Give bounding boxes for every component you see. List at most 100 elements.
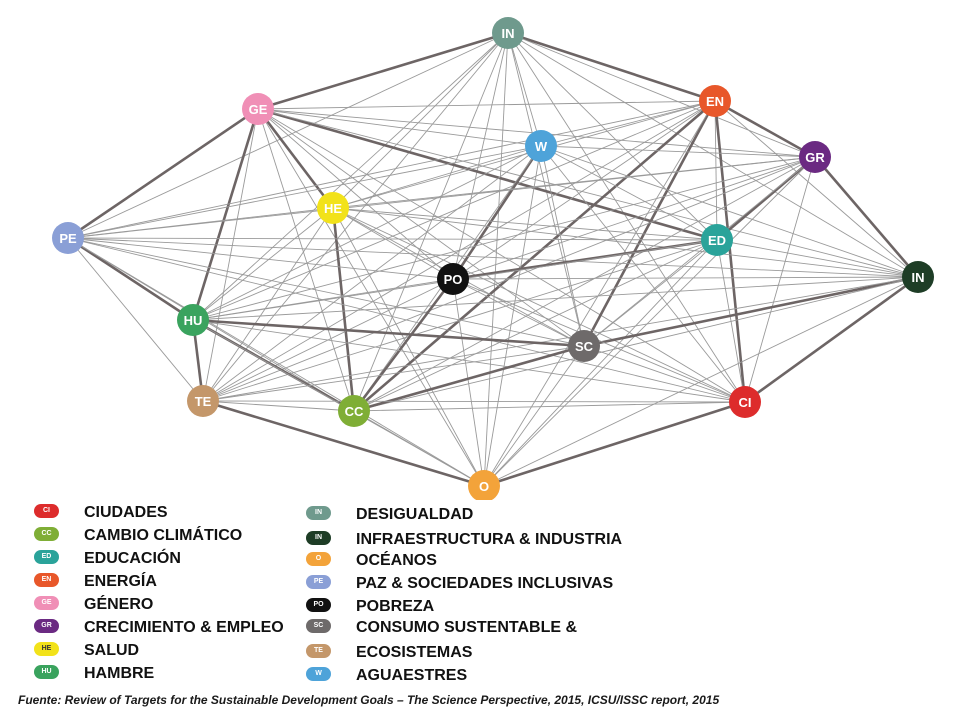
edge-in1-gr xyxy=(507,32,816,158)
edge-he-te xyxy=(202,207,334,402)
legend-label: GÉNERO xyxy=(84,596,154,613)
edge-w-hu xyxy=(192,145,542,321)
legend-label: ECOSISTEMAS xyxy=(356,644,473,661)
edge-ge-ci xyxy=(257,108,746,403)
node-label: PO xyxy=(444,272,463,287)
source-footnote: Fuente: Review of Targets for the Sustai… xyxy=(18,693,720,707)
legend-label: POBREZA xyxy=(356,598,435,615)
edge-w-in2 xyxy=(540,145,919,278)
node-po: PO xyxy=(437,263,469,295)
node-label: ED xyxy=(708,233,726,248)
edge-in2-hu xyxy=(192,276,919,321)
edge-en-ci xyxy=(713,100,747,403)
node-label: W xyxy=(535,139,548,154)
node-sc: SC xyxy=(568,330,600,362)
legend-swatch: CI xyxy=(34,504,59,518)
node-label: IN xyxy=(912,270,925,285)
edge-ge-o xyxy=(257,108,485,487)
edge-gr-pe xyxy=(67,156,816,239)
node-circle xyxy=(338,395,370,427)
node-label: IN xyxy=(502,26,515,41)
edge-gr-in2 xyxy=(814,156,919,278)
node-circle xyxy=(729,386,761,418)
edge-sc-te xyxy=(202,345,585,402)
legend-label: INFRAESTRUCTURA & INDUSTRIA xyxy=(356,531,623,548)
edge-ge-sc xyxy=(257,108,585,347)
edge-in1-cc xyxy=(353,32,509,412)
edge-ci-o xyxy=(483,400,746,488)
edge-ge-ed xyxy=(257,107,718,242)
edge-sc-cc xyxy=(353,344,585,413)
edge-he-ed xyxy=(332,207,718,241)
node-label: GR xyxy=(805,150,825,165)
node-o: O xyxy=(468,470,500,500)
node-label: EN xyxy=(706,94,724,109)
edge-in2-sc xyxy=(583,275,919,348)
legend-swatch: HE xyxy=(34,642,59,656)
edge-en-sc xyxy=(582,100,717,347)
edge-en-hu xyxy=(192,100,716,321)
edge-in2-o xyxy=(483,276,919,487)
edge-pe-ed xyxy=(67,237,718,241)
legend-label: HAMBRE xyxy=(84,665,155,682)
legend-item: PO POBREZA xyxy=(306,598,726,620)
node-hu: HU xyxy=(177,304,209,336)
legend-swatch: CC xyxy=(34,527,59,541)
edge-en-o xyxy=(483,100,716,487)
edge-te-ci xyxy=(202,400,746,403)
edge-in1-he xyxy=(332,32,509,209)
edge-ed-o xyxy=(483,239,718,487)
edge-en-te xyxy=(202,100,716,402)
legend-item: CI CIUDADES xyxy=(34,504,454,526)
edge-en-cc xyxy=(353,100,716,412)
edge-pe-sc xyxy=(67,237,585,347)
legend-swatch: PO xyxy=(306,598,331,612)
edge-w-he xyxy=(332,145,542,209)
node-he: HE xyxy=(317,192,349,224)
legend-label: CIUDADES xyxy=(84,504,168,521)
edge-he-pe xyxy=(67,207,334,239)
edge-en-in2 xyxy=(714,100,919,278)
node-te: TE xyxy=(187,385,219,417)
edge-ge-hu xyxy=(191,108,260,321)
edge-in1-ci xyxy=(507,32,746,403)
edge-gr-po xyxy=(452,156,816,280)
edge-in2-cc xyxy=(353,276,919,412)
node-label: GE xyxy=(249,102,268,117)
node-circle xyxy=(242,93,274,125)
legend-swatch: GR xyxy=(34,619,59,633)
node-circle xyxy=(902,261,934,293)
edge-in1-te xyxy=(202,32,509,402)
node-label: PE xyxy=(59,231,77,246)
edge-w-pe xyxy=(67,145,542,239)
edge-cc-ci xyxy=(353,401,746,412)
edge-en-gr xyxy=(714,99,816,159)
edge-pe-po xyxy=(67,237,454,280)
legend-label: AGUAESTRES xyxy=(356,667,468,684)
legend-swatch: W xyxy=(306,667,331,681)
edge-en-po xyxy=(452,100,716,280)
legend-swatch: EN xyxy=(34,573,59,587)
edge-pe-ci xyxy=(67,237,746,403)
edge-ge-cc xyxy=(257,108,355,412)
edge-pe-in2 xyxy=(67,237,919,278)
legend-label: CAMBIO CLIMÁTICO xyxy=(84,527,243,544)
node-circle xyxy=(568,330,600,362)
node-circle xyxy=(699,85,731,117)
node-circle xyxy=(468,470,500,500)
node-ci: CI xyxy=(729,386,761,418)
edge-gr-ci xyxy=(744,156,816,403)
edge-he-in2 xyxy=(332,207,919,278)
edge-te-cc xyxy=(202,400,355,412)
edge-he-ci xyxy=(332,207,746,403)
legend-swatch: IN xyxy=(306,506,331,520)
edge-in1-ge xyxy=(257,31,509,111)
edge-po-o xyxy=(452,278,485,487)
